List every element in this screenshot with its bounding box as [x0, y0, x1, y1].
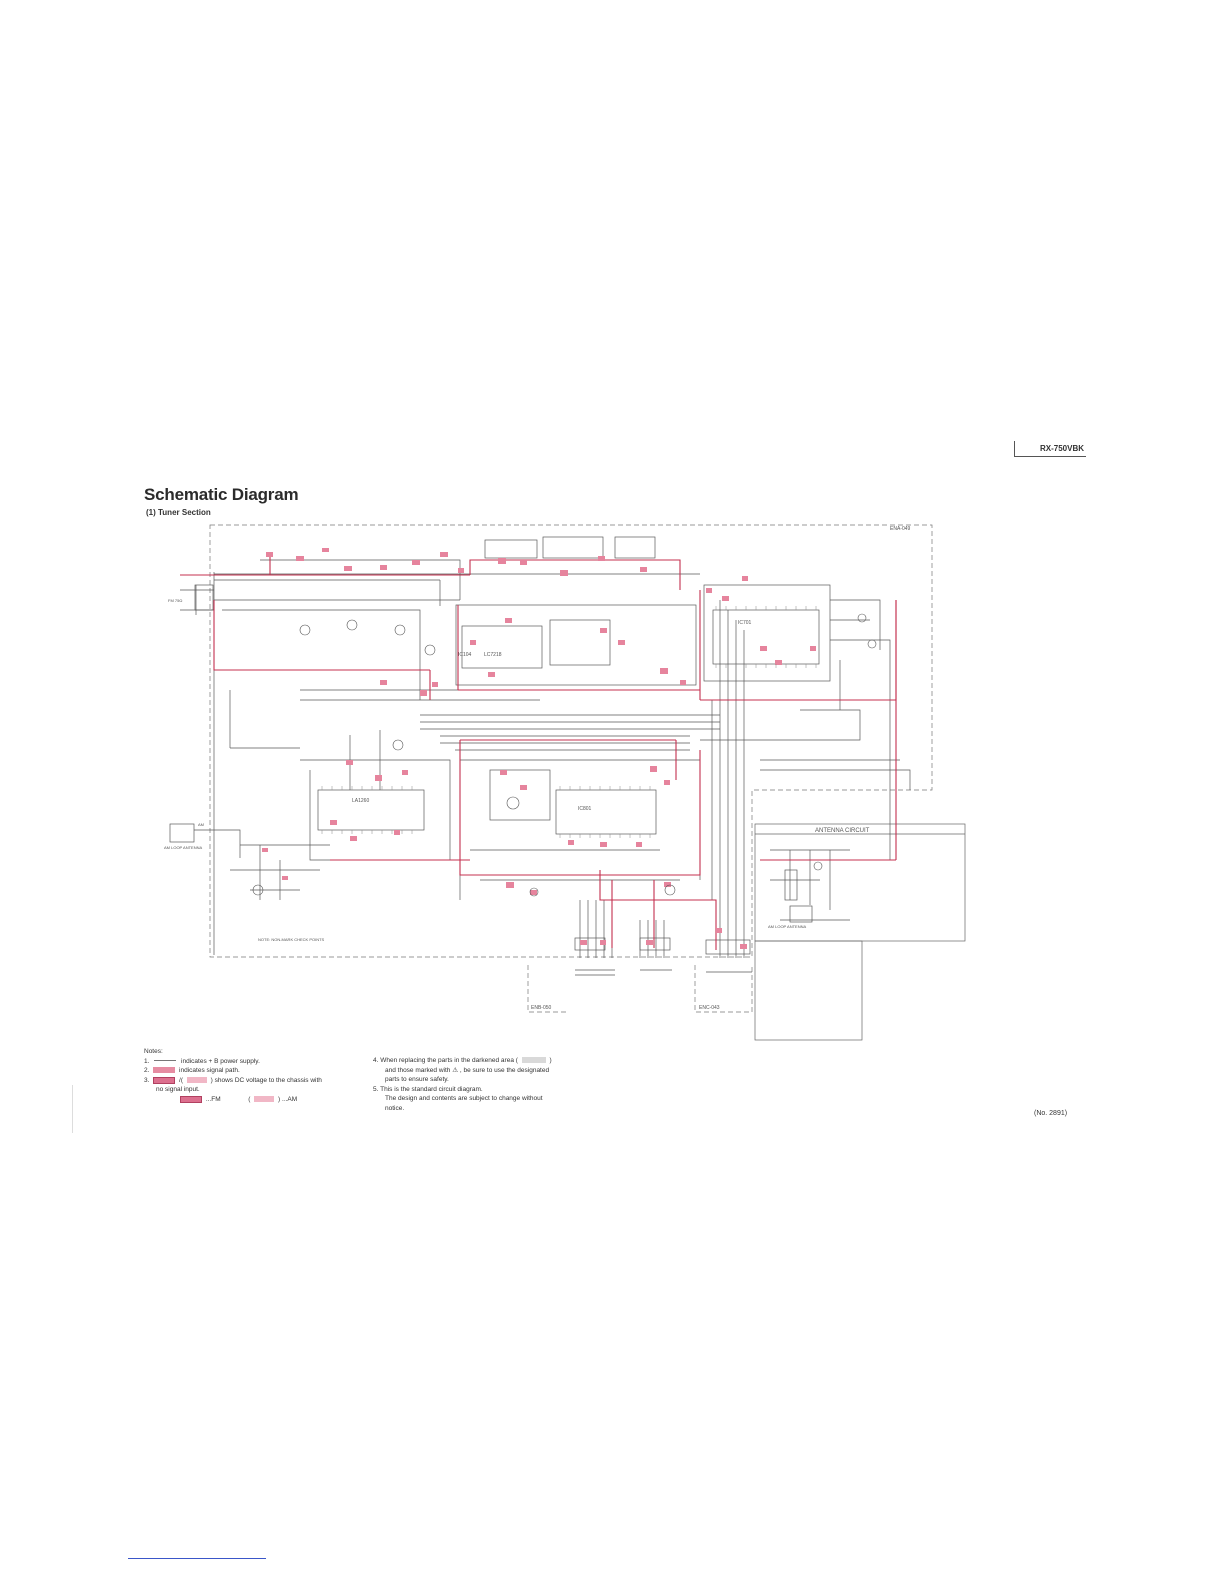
antenna-inner-box [754, 940, 863, 1041]
note-4: 4. When replacing the parts in the darke… [373, 1057, 552, 1064]
note-1: 1. indicates + B power supply. [144, 1057, 260, 1065]
am-loop-label-left: AM LOOP ANTENNA [164, 845, 202, 850]
fm-voltage-swatch [153, 1076, 176, 1084]
osc-board-outline [527, 965, 568, 1013]
note-5-cont-2: notice. [385, 1104, 405, 1112]
page-reference: (No. 2891) [1034, 1110, 1068, 1117]
model-tag: RX-750VBK [1014, 441, 1086, 457]
power-line-sample [154, 1060, 177, 1062]
note-3-legend: ...FM ( ) ...AM [144, 1095, 322, 1105]
note-5-cont-1: The design and contents are subject to c… [385, 1095, 543, 1103]
ic-label-801: IC801 [578, 806, 592, 812]
signal-path-fm [180, 552, 681, 590]
notes-right: 4. When replacing the parts in the darke… [373, 1056, 552, 1114]
notes-left: Notes: 1. indicates + B power supply. 2.… [144, 1047, 322, 1105]
antenna-circuit-title: ANTENNA CIRCUIT [815, 828, 870, 834]
signal-path-swatch [153, 1067, 176, 1074]
ic-label-la1260: LA1260 [352, 798, 369, 804]
note-3: 3. /( ) shows DC voltage to the chassis … [144, 1076, 322, 1084]
board-label-osc: ENB-050 [531, 1005, 552, 1011]
note-4-cont-1: and those marked with ⚠ , be sure to use… [385, 1066, 550, 1074]
connector-board-outline [694, 965, 753, 1013]
note-2: 2. indicates signal path. [144, 1067, 240, 1075]
ic-label-lc7218: LC7218 [484, 652, 502, 658]
am-input-label: AM [198, 822, 204, 827]
note-3-cont: no signal input. [156, 1086, 200, 1094]
main-board-outline [209, 524, 933, 958]
scan-edge-mark [72, 1085, 73, 1133]
note-4-cont-2: parts to ensure safety. [385, 1076, 449, 1084]
page-title: Schematic Diagram [144, 485, 299, 504]
am-legend-swatch [254, 1096, 275, 1103]
check-points-note: NOTE: NON-MARK CHECK POINTS [258, 937, 325, 942]
fm-antenna-label: FM 75Ω [168, 598, 182, 603]
am-voltage-swatch [186, 1077, 207, 1084]
fm-legend-swatch [180, 1095, 202, 1103]
ic-label-104: IC104 [458, 652, 472, 658]
antenna-circuit-box [754, 823, 966, 942]
darkened-area-swatch [521, 1057, 546, 1064]
notes-heading: Notes: [144, 1048, 163, 1055]
board-label-main: ENA-049 [890, 526, 911, 532]
ic-label-701: IC701 [738, 620, 752, 626]
note-5: 5. This is the standard circuit diagram. [373, 1085, 483, 1093]
footer-link-line[interactable] [128, 1558, 266, 1559]
section-subtitle: (1) Tuner Section [146, 508, 211, 517]
am-loop-label-right: AM LOOP ANTENNA [768, 924, 806, 929]
board-label-connector: ENC-043 [699, 1005, 720, 1011]
